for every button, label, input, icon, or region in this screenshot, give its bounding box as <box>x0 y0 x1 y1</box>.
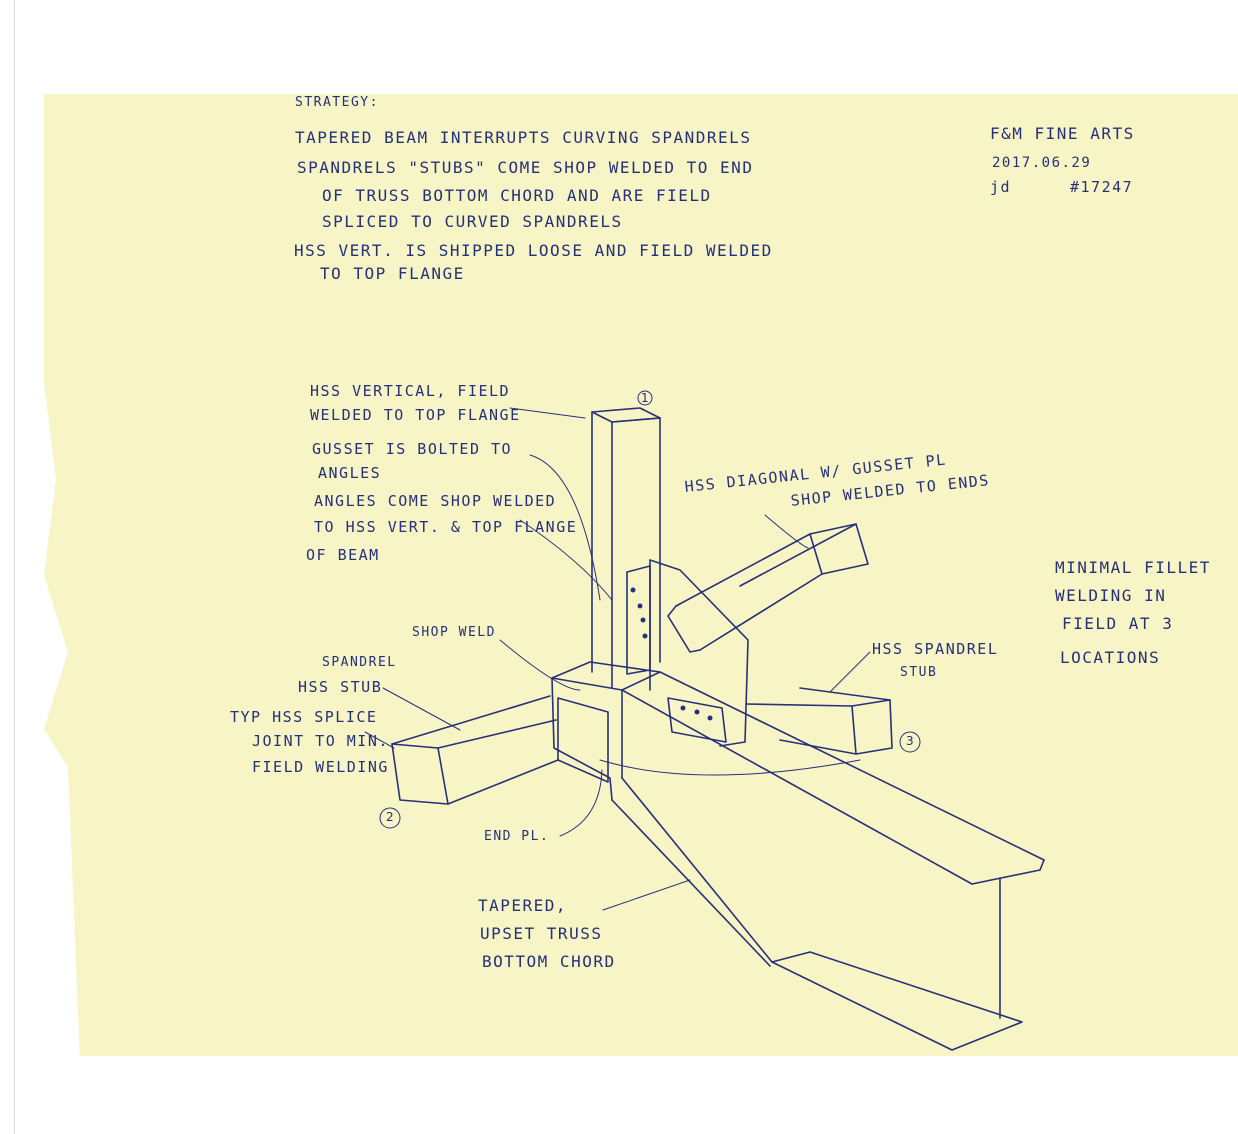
label-hss-vertical: WELDED TO TOP FLANGE <box>310 406 521 424</box>
note-line: WELDING IN <box>1055 586 1167 605</box>
page-edge-line <box>14 0 15 1134</box>
label-hss-spandrel-stub: STUB <box>900 665 938 680</box>
job-number: #17247 <box>1070 178 1134 196</box>
label-angles: TO HSS VERT. & TOP FLANGE <box>314 518 578 536</box>
label-hss-spandrel-stub: HSS SPANDREL <box>872 640 999 658</box>
tapered-beam-drawing <box>551 661 1045 1051</box>
label-angles: OF BEAM <box>306 546 380 564</box>
label-shop-weld: SHOP WELD <box>412 625 496 640</box>
strategy-line: SPLICED TO CURVED SPANDRELS <box>322 212 623 231</box>
hss-diagonal-drawing <box>667 523 869 653</box>
sketch-paper <box>44 94 1238 1056</box>
label-tapered-chord: TAPERED, <box>478 896 568 915</box>
initials: jd <box>990 178 1012 196</box>
strategy-line: OF TRUSS BOTTOM CHORD AND ARE FIELD <box>322 186 712 205</box>
company-name: F&M FINE ARTS <box>990 124 1135 143</box>
label-tapered-chord: UPSET TRUSS <box>480 924 603 943</box>
label-angles: ANGLES COME SHOP WELDED <box>314 492 557 510</box>
note-line: FIELD AT 3 <box>1062 614 1174 633</box>
label-hss-vertical: HSS VERTICAL, FIELD <box>310 382 511 400</box>
strategy-line: TAPERED BEAM INTERRUPTS CURVING SPANDREL… <box>295 128 752 147</box>
spandrel-stub-right-drawing <box>745 687 893 755</box>
sketch-date: 2017.06.29 <box>992 155 1092 171</box>
spandrel-stub-left-drawing <box>391 695 559 805</box>
strategy-title: STRATEGY: <box>295 95 379 110</box>
label-tapered-chord: BOTTOM CHORD <box>482 952 616 971</box>
label-splice: FIELD WELDING <box>252 758 389 776</box>
note-line: LOCATIONS <box>1060 648 1161 667</box>
strategy-line: TO TOP FLANGE <box>320 264 465 283</box>
note-line: MINIMAL FILLET <box>1055 558 1211 577</box>
callout-2: 2 <box>386 810 394 824</box>
label-splice: JOINT TO MIN. <box>252 732 389 750</box>
strategy-line: SPANDRELS "STUBS" COME SHOP WELDED TO EN… <box>297 158 754 177</box>
callout-3: 3 <box>906 734 914 748</box>
label-spandrel-stub: SPANDREL <box>322 655 397 670</box>
hss-vertical-drawing <box>591 390 661 689</box>
label-gusset: GUSSET IS BOLTED TO <box>312 440 513 458</box>
label-gusset: ANGLES <box>318 464 382 482</box>
angle-drawing <box>626 565 727 743</box>
label-end-plate: END PL. <box>484 829 550 844</box>
label-splice: TYP HSS SPLICE <box>230 708 378 726</box>
callout-1: 1 <box>641 391 649 405</box>
gusset-plate-drawing <box>649 559 749 747</box>
label-spandrel-stub: HSS STUB <box>298 678 383 696</box>
strategy-line: HSS VERT. IS SHIPPED LOOSE AND FIELD WEL… <box>294 241 773 260</box>
leader-lines <box>364 407 871 911</box>
